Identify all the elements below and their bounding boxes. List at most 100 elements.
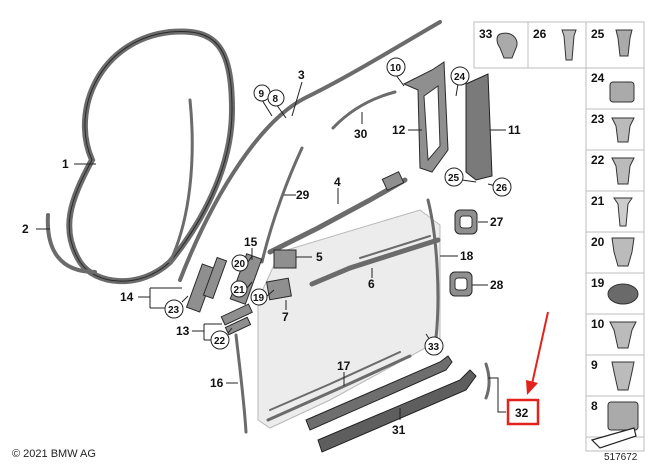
part-30-strip[interactable] [331, 90, 397, 130]
part-11-pillar-trim[interactable] [465, 73, 493, 181]
callout-17[interactable]: 17 [337, 359, 351, 373]
part-17-sill-strip[interactable] [266, 354, 412, 422]
part-16-strip[interactable] [234, 333, 248, 434]
circled-callout-33[interactable]: 33 [424, 336, 444, 356]
part-31-sill-trim[interactable] [317, 369, 477, 453]
table-cell-25[interactable] [585, 21, 645, 69]
fastener-9-icon [611, 361, 635, 391]
callout-27[interactable]: 27 [490, 215, 504, 229]
highlight-arrow-shaft [531, 311, 549, 385]
callout-14[interactable]: 14 [120, 290, 134, 304]
fastener-table: 33 26 25 24 23 22 21 20 19 10 9 8 [473, 21, 645, 452]
table-label-23: 23 [591, 112, 605, 126]
callout-7[interactable]: 7 [282, 310, 289, 324]
callout-4[interactable]: 4 [334, 175, 341, 189]
fastener-33-icon [496, 32, 518, 59]
callout-8-label: 8 [273, 94, 279, 105]
fastener-22-icon [611, 157, 635, 185]
leader-3 [291, 81, 303, 117]
leader-32 [488, 377, 506, 413]
leader-10 [395, 74, 405, 87]
callout-2[interactable]: 2 [22, 222, 29, 236]
circled-callout-21[interactable]: 21 [230, 280, 248, 298]
part-7-bracket[interactable] [266, 277, 292, 301]
table-label-21: 21 [591, 194, 605, 208]
fastener-8-icon [607, 401, 639, 431]
part-2-outer-seal-b [168, 98, 194, 264]
callout-22-label: 22 [214, 336, 226, 347]
leader-20 [247, 255, 253, 263]
circled-callout-24[interactable]: 24 [450, 66, 470, 86]
callout-21-label: 21 [234, 285, 246, 296]
leader-13 [192, 323, 222, 341]
leader-25 [461, 179, 477, 183]
callout-32[interactable]: 32 [515, 406, 529, 420]
callout-15[interactable]: 15 [244, 235, 258, 249]
fastener-19-icon [607, 283, 639, 305]
fastener-21-icon [613, 197, 633, 227]
callout-5[interactable]: 5 [316, 250, 323, 264]
fastener-20-icon [611, 237, 635, 267]
part-1-door-seal-inner [68, 30, 233, 282]
callout-31[interactable]: 31 [392, 423, 406, 437]
fastener-23-icon [611, 117, 635, 143]
part-4-bracket [381, 171, 405, 191]
circled-callout-8[interactable]: 8 [267, 89, 285, 107]
table-label-26: 26 [533, 27, 547, 41]
part-31-sill-trim-b [305, 355, 453, 431]
callout-9-label: 9 [259, 89, 265, 100]
table-label-24: 24 [591, 71, 605, 85]
leader-21 [246, 281, 253, 289]
circled-callout-25[interactable]: 25 [444, 167, 464, 187]
callout-28[interactable]: 28 [490, 278, 504, 292]
callout-1[interactable]: 1 [62, 157, 69, 171]
part-6-door-trim [309, 237, 441, 287]
callout-11[interactable]: 11 [508, 123, 521, 137]
table-label-22: 22 [591, 153, 605, 167]
callout-30[interactable]: 30 [354, 127, 368, 141]
callout-16[interactable]: 16 [210, 376, 224, 390]
part-13-bracket[interactable] [220, 303, 253, 326]
leader-22 [227, 327, 233, 334]
callout-18[interactable]: 18 [460, 249, 474, 263]
part-18-strip[interactable] [426, 198, 440, 340]
illustration-arrow-icon [590, 427, 637, 449]
diagram-id-text: 517672 [604, 452, 638, 463]
circled-callout-10[interactable]: 10 [386, 57, 406, 77]
fastener-10-icon [609, 321, 637, 349]
circled-callout-20[interactable]: 20 [231, 254, 249, 272]
table-label-33: 33 [479, 27, 493, 41]
callout-33-label: 33 [428, 342, 440, 353]
part-32-clip[interactable] [484, 362, 491, 400]
table-cell-23[interactable] [585, 108, 645, 151]
callout-19-label: 19 [253, 293, 265, 304]
callout-20-label: 20 [234, 259, 246, 270]
part-1-door-seal[interactable] [66, 28, 236, 285]
callout-23-label: 23 [168, 305, 180, 316]
callout-29[interactable]: 29 [296, 188, 310, 202]
highlight-arrow-head [526, 380, 538, 395]
callout-24-label: 24 [454, 72, 466, 83]
callout-26-label: 26 [496, 183, 508, 194]
circled-callout-26[interactable]: 26 [492, 177, 512, 197]
callout-12[interactable]: 12 [392, 123, 406, 137]
callout-3[interactable]: 3 [298, 68, 305, 82]
part-5-clip[interactable] [273, 249, 297, 269]
callout-13[interactable]: 13 [176, 324, 190, 338]
callout-6[interactable]: 6 [368, 277, 375, 291]
part-28-cover-hole [454, 277, 468, 291]
part-29-frame-strip[interactable] [260, 146, 304, 264]
circled-callout-23[interactable]: 23 [164, 299, 184, 319]
part-2-outer-seal[interactable] [45, 213, 97, 274]
circled-callout-19[interactable]: 19 [250, 288, 268, 306]
circled-callout-22[interactable]: 22 [210, 330, 230, 350]
table-label-19: 19 [591, 276, 605, 290]
part-3-frame-strip[interactable] [178, 20, 442, 282]
table-label-20: 20 [591, 235, 605, 249]
fastener-26-icon [561, 29, 577, 61]
leader-23 [181, 295, 189, 303]
part-6-door-trim-b [359, 235, 431, 259]
leader-14 [138, 287, 182, 309]
